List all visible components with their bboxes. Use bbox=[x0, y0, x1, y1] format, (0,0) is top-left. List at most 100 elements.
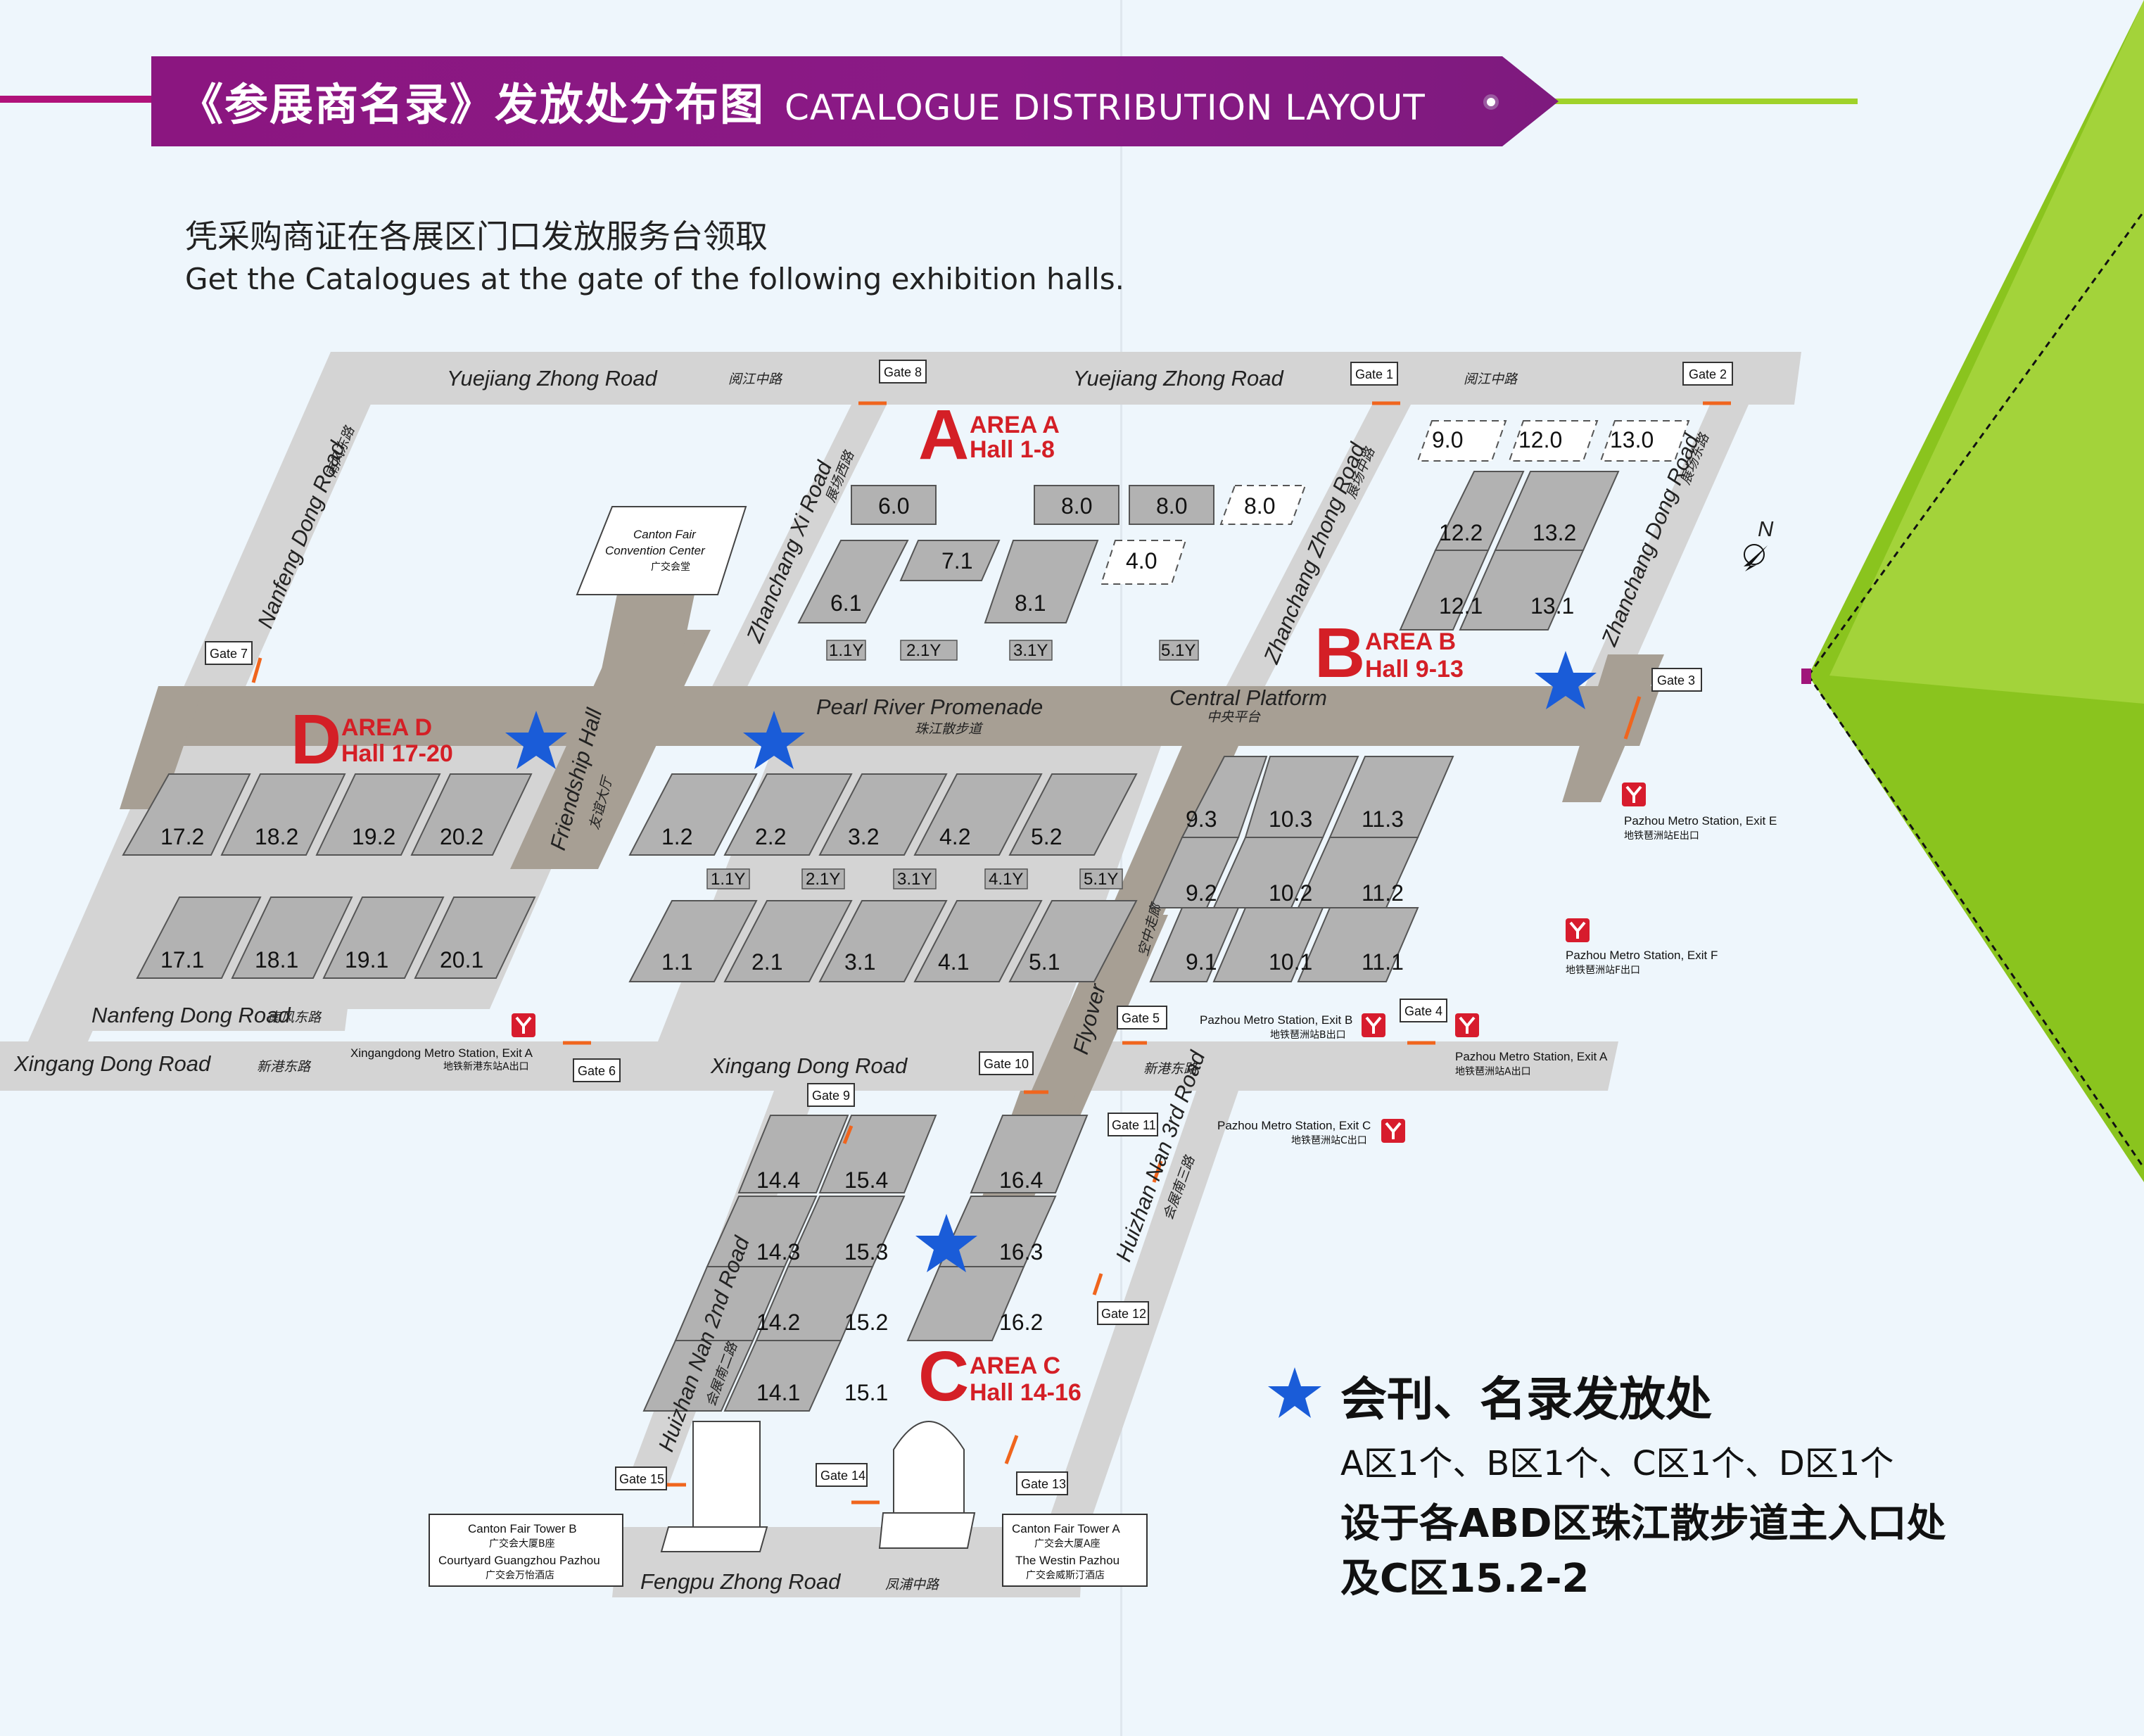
westin-label: The Westin Pazhou bbox=[1015, 1554, 1119, 1567]
hall-8-0a bbox=[1034, 485, 1119, 525]
label-20-2: 20.2 bbox=[440, 824, 483, 849]
zhanchang-xi-road bbox=[704, 405, 887, 704]
label-13-2: 13.2 bbox=[1533, 520, 1576, 545]
gate-14-box bbox=[816, 1463, 868, 1487]
label-9-0: 9.0 bbox=[1432, 427, 1463, 452]
courtyard-label-zh: 广交会万怡酒店 bbox=[486, 1569, 554, 1581]
hall-2-1 bbox=[723, 900, 853, 982]
label-19-1: 19.1 bbox=[345, 947, 388, 972]
westin-label-zh: 广交会威斯汀酒店 bbox=[1026, 1569, 1105, 1581]
tower-b-box bbox=[429, 1514, 623, 1587]
label-18-1: 18.1 bbox=[255, 947, 298, 972]
gate-13-box bbox=[1016, 1471, 1068, 1495]
pearl-river-label-zh: 珠江散步道 bbox=[915, 721, 984, 737]
label-8-1: 8.1 bbox=[1015, 590, 1046, 616]
courtyard-label: Courtyard Guangzhou Pazhou bbox=[438, 1554, 600, 1567]
flyover-bridge bbox=[1013, 915, 1168, 1140]
label-14-3: 14.3 bbox=[756, 1239, 800, 1265]
gate-2: Gate 2 bbox=[1689, 367, 1727, 381]
fengpu-label-zh: 凤浦中路 bbox=[885, 1577, 940, 1592]
label-20-1: 20.1 bbox=[440, 947, 483, 972]
gate-markers bbox=[251, 401, 1731, 1504]
tower-a-base bbox=[878, 1512, 976, 1549]
label-9-3: 9.3 bbox=[1186, 806, 1217, 832]
metro-xingangdong: Xingangdong Metro Station, Exit A bbox=[350, 1046, 533, 1060]
label-15-3: 15.3 bbox=[844, 1239, 888, 1265]
hall-13-0 bbox=[1599, 420, 1690, 462]
area-labels: A AREA A Hall 1-8 B AREA B Hall 9-13 C A… bbox=[291, 395, 1464, 1416]
label-7-1: 7.1 bbox=[941, 548, 972, 574]
metro-icon bbox=[1362, 1013, 1385, 1037]
hall-6-1 bbox=[797, 540, 909, 623]
gate-15: Gate 15 bbox=[619, 1472, 664, 1486]
nanfeng-road-bottom bbox=[77, 1003, 348, 1031]
hall-4-2 bbox=[913, 773, 1043, 856]
label-17-1: 17.1 bbox=[160, 947, 204, 972]
pearl-river-label: Pearl River Promenade bbox=[816, 695, 1043, 719]
area-a-name: AREA A bbox=[970, 412, 1060, 438]
label-2-1y-top: 2.1Y bbox=[906, 641, 941, 660]
hall-1-1y-top bbox=[826, 640, 866, 661]
hall-8-0c bbox=[1219, 485, 1307, 525]
intro-zh: 凭采购商证在各展区门口发放服务台领取 bbox=[185, 217, 768, 255]
hall-16-4 bbox=[970, 1115, 1089, 1193]
hall-4-0 bbox=[1100, 540, 1187, 585]
label-15-1: 15.1 bbox=[844, 1380, 888, 1405]
hall-5-2 bbox=[1008, 773, 1138, 856]
label-16-2: 16.2 bbox=[999, 1310, 1043, 1335]
legend-star-icon bbox=[1268, 1367, 1321, 1418]
gate-11: Gate 11 bbox=[1112, 1118, 1156, 1132]
hall-4-1y bbox=[984, 868, 1028, 889]
gate-3-box bbox=[1651, 668, 1702, 692]
area-a-halls bbox=[628, 485, 1307, 982]
gate-7: Gate 7 bbox=[210, 647, 248, 661]
label-10-2: 10.2 bbox=[1269, 880, 1312, 906]
compass-n-label: N bbox=[1758, 517, 1774, 541]
label-14-1: 14.1 bbox=[756, 1380, 800, 1405]
metro-icon bbox=[1622, 783, 1646, 806]
hall-4-1 bbox=[913, 900, 1043, 982]
label-3-1y-top: 3.1Y bbox=[1013, 641, 1048, 660]
metro-exit-f: Pazhou Metro Station, Exit F bbox=[1566, 949, 1718, 962]
hall-9-1 bbox=[1149, 907, 1240, 982]
label-4-0: 4.0 bbox=[1126, 548, 1157, 574]
gate-6-box bbox=[573, 1058, 621, 1082]
convention-label-zh: 广交会堂 bbox=[651, 561, 690, 573]
hall-15-1 bbox=[723, 1340, 842, 1412]
area-b-letter: B bbox=[1314, 614, 1365, 692]
label-10-3: 10.3 bbox=[1269, 806, 1312, 832]
hall-8-1 bbox=[984, 540, 1099, 623]
convention-link bbox=[598, 584, 697, 686]
label-17-2: 17.2 bbox=[160, 824, 204, 849]
area-c-halls bbox=[642, 1115, 1089, 1412]
metro-exit-a: Pazhou Metro Station, Exit A bbox=[1455, 1050, 1608, 1063]
yuejiang-label-left-zh: 阅江中路 bbox=[728, 372, 783, 387]
distribution-stars bbox=[505, 651, 1597, 1272]
metro-exit-f-zh: 地铁琶洲站F出口 bbox=[1566, 965, 1640, 976]
banner-rule-right bbox=[1534, 99, 1858, 104]
hall-3-2 bbox=[818, 773, 948, 856]
hall-1-1y bbox=[706, 868, 750, 889]
hall-1-1 bbox=[628, 900, 758, 982]
compass-arrow-icon bbox=[1744, 545, 1768, 571]
friendship-hall-block bbox=[510, 630, 711, 869]
legend-counts: A区1个、B区1个、C区1个、D区1个 bbox=[1340, 1444, 1894, 1483]
gate-10-box bbox=[979, 1051, 1034, 1075]
hall-18-1 bbox=[231, 896, 353, 979]
buildings bbox=[576, 506, 976, 1552]
metro-exit-b: Pazhou Metro Station, Exit B bbox=[1200, 1013, 1352, 1027]
label-16-4: 16.4 bbox=[999, 1167, 1043, 1193]
star-icon-area-c bbox=[915, 1214, 977, 1272]
convention-label-1: Canton Fair bbox=[633, 528, 697, 541]
area-d-halls: Hall 17-20 bbox=[341, 740, 453, 767]
metro-exit-e-zh: 地铁琶洲站E出口 bbox=[1624, 830, 1699, 842]
label-1-1y-top: 1.1Y bbox=[829, 641, 863, 660]
hall-17-1 bbox=[136, 896, 262, 979]
gate-1: Gate 1 bbox=[1355, 367, 1393, 381]
yuejiang-label-left: Yuejiang Zhong Road bbox=[447, 366, 658, 391]
label-13-0: 13.0 bbox=[1610, 427, 1654, 452]
hall-3-1y-top bbox=[1009, 640, 1053, 661]
promenade-west-end bbox=[120, 686, 204, 809]
hall-3-1y bbox=[893, 868, 937, 889]
